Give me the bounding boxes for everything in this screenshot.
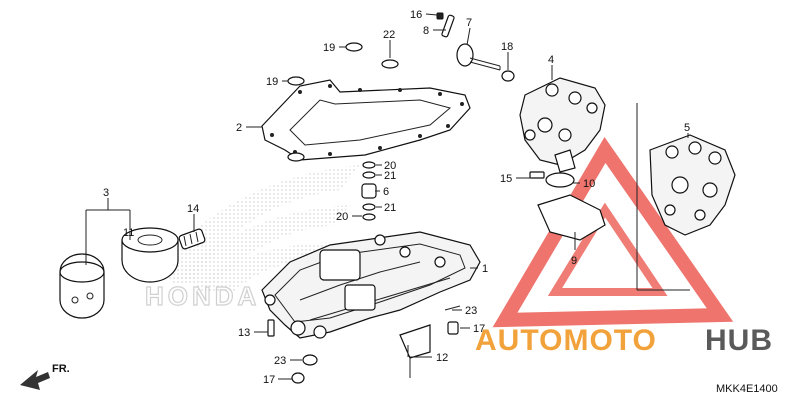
callout-17a: 17	[473, 323, 485, 335]
leader-lines	[85, 13, 690, 380]
honda-wing-logo: HONDA	[144, 165, 360, 312]
diagram-code: MKK4E1400	[716, 383, 778, 395]
callout-7: 7	[466, 17, 472, 29]
triangle-outer	[492, 137, 734, 328]
callout-9: 9	[571, 255, 577, 267]
part-spring	[178, 228, 206, 250]
callout-22: 22	[383, 29, 395, 41]
part-gasket	[261, 79, 471, 162]
small-parts	[267, 42, 606, 384]
callout-13: 13	[238, 327, 250, 339]
part-oil-pump	[519, 77, 606, 173]
watermark-triangle	[492, 137, 734, 328]
callout-1: 1	[482, 263, 488, 275]
callout-16: 16	[410, 9, 422, 21]
callout-6: 6	[383, 186, 389, 198]
callout-20b: 20	[336, 211, 348, 223]
watermark-part2: HUB	[705, 324, 773, 357]
watermark-part1: AUTOMOTO	[475, 324, 657, 357]
callout-labels: 1 2 3 4 5 6 7 8 9 10 11 12 13 14 15 16 1…	[103, 9, 690, 386]
callout-17b: 17	[263, 374, 275, 386]
watermark-text: AUTOMOTO HUB	[475, 324, 773, 357]
part-oil-filter	[59, 227, 179, 319]
front-label: FR.	[52, 363, 70, 375]
callout-18: 18	[501, 41, 513, 53]
callout-21a: 21	[384, 170, 396, 182]
part-oil-pan	[261, 231, 481, 339]
callout-11: 11	[123, 227, 134, 239]
callout-8: 8	[423, 25, 429, 37]
honda-brand-text: HONDA	[145, 281, 260, 311]
callout-23b: 23	[465, 305, 477, 317]
callout-21b: 21	[384, 202, 396, 214]
callout-5: 5	[684, 122, 690, 134]
callout-10: 10	[583, 178, 595, 190]
callout-19a: 19	[323, 42, 335, 54]
callout-4: 4	[548, 54, 554, 66]
callout-3: 3	[103, 187, 109, 199]
part-pump-assembly	[649, 134, 736, 236]
callout-19b: 19	[266, 76, 278, 88]
callout-2: 2	[236, 122, 242, 134]
front-arrow: FR.	[20, 363, 70, 390]
triangle-inner	[547, 202, 668, 296]
part-shaft-gear	[436, 12, 501, 71]
callout-12: 12	[436, 352, 448, 364]
callout-20a: 20	[384, 160, 396, 172]
callout-15: 15	[500, 173, 512, 185]
callout-23a: 23	[274, 355, 286, 367]
callout-14: 14	[187, 203, 199, 215]
